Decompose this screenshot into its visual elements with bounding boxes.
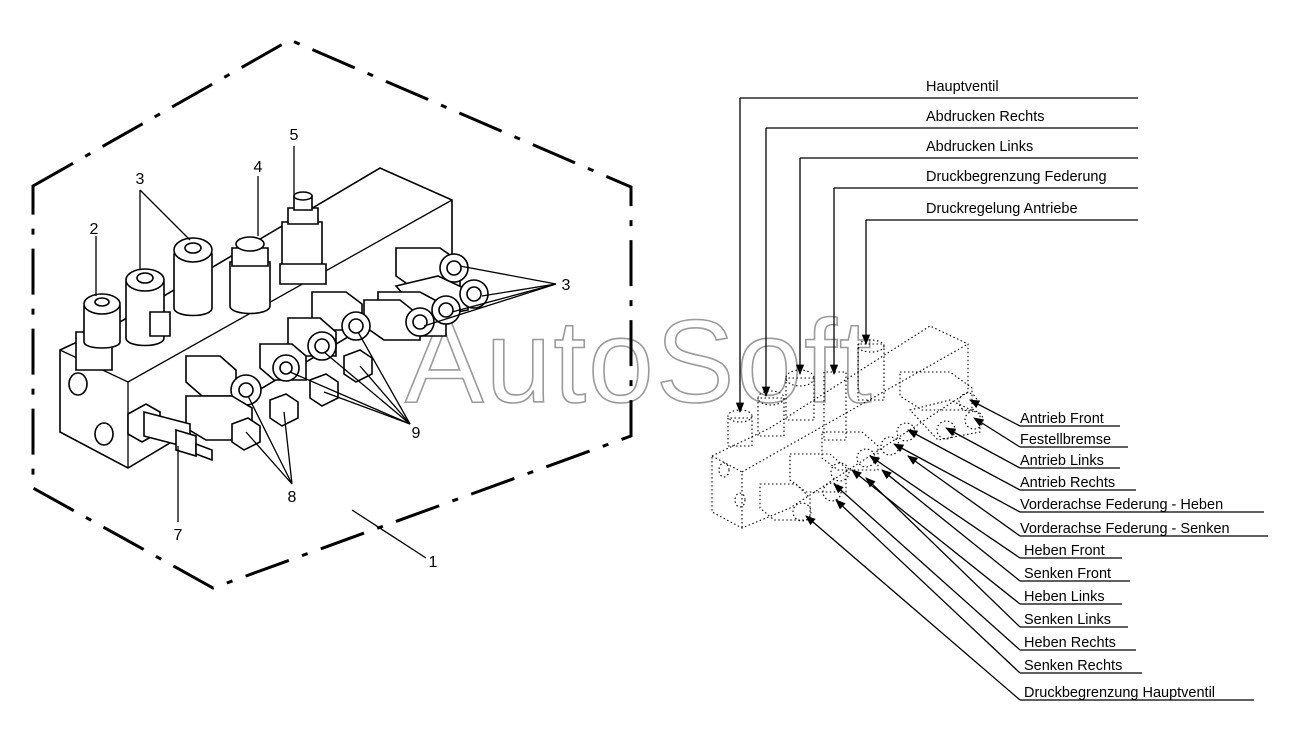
label-druckregelung-antriebe: Druckregelung Antriebe	[926, 201, 1078, 217]
valve-block-left	[59, 167, 489, 469]
label-antrieb-front: Antrieb Front	[1020, 411, 1104, 427]
label-vorderachse-senken: Vorderachse Federung - Senken	[1020, 521, 1230, 537]
item-5-pressure-valve	[279, 191, 327, 285]
label-druckbegrenzung-federung: Druckbegrenzung Federung	[926, 169, 1107, 185]
label-festellbremse: Festellbremse	[1020, 432, 1111, 448]
callout-4: 4	[254, 159, 263, 176]
label-heben-links: Heben Links	[1024, 589, 1105, 605]
callout-5: 5	[290, 127, 299, 144]
callout-3-right: 3	[562, 277, 571, 294]
left-leader-lines	[95, 146, 557, 559]
label-heben-rechts: Heben Rechts	[1024, 635, 1116, 651]
item-3-solenoids-left	[125, 237, 213, 347]
label-hauptventil: Hauptventil	[926, 79, 999, 95]
callout-2: 2	[90, 221, 99, 238]
label-druckbegrenzung-hauptventil: Druckbegrenzung Hauptventil	[1024, 685, 1215, 701]
item-2-solenoid	[75, 293, 121, 371]
label-senken-links: Senken Links	[1024, 612, 1111, 628]
item-4-pressure-valve	[229, 236, 271, 315]
valve-block-right-dotted	[711, 325, 984, 529]
label-abdrucken-links: Abdrucken Links	[926, 139, 1033, 155]
item-7-pressure-switch	[127, 403, 213, 462]
callout-1: 1	[429, 554, 438, 571]
label-senken-front: Senken Front	[1024, 566, 1111, 582]
item-9-cartridges	[259, 291, 373, 407]
watermark-text: AutoSoft	[405, 296, 874, 428]
item-8-cartridges	[185, 355, 299, 451]
callout-8: 8	[288, 489, 297, 506]
assembly-boundary	[31, 38, 633, 590]
callout-7: 7	[174, 527, 183, 544]
right-label-group	[805, 399, 1268, 701]
top-label-group	[735, 97, 1138, 414]
callout-9: 9	[412, 425, 421, 442]
label-senken-rechts: Senken Rechts	[1024, 658, 1122, 674]
label-antrieb-links: Antrieb Links	[1020, 453, 1104, 469]
label-heben-front: Heben Front	[1024, 543, 1105, 559]
label-vorderachse-heben: Vorderachse Federung - Heben	[1020, 497, 1223, 513]
label-abdrucken-rechts: Abdrucken Rechts	[926, 109, 1044, 125]
item-3-solenoids-right	[363, 247, 489, 341]
label-antrieb-rechts: Antrieb Rechts	[1020, 475, 1115, 491]
callout-3-left: 3	[136, 171, 145, 188]
